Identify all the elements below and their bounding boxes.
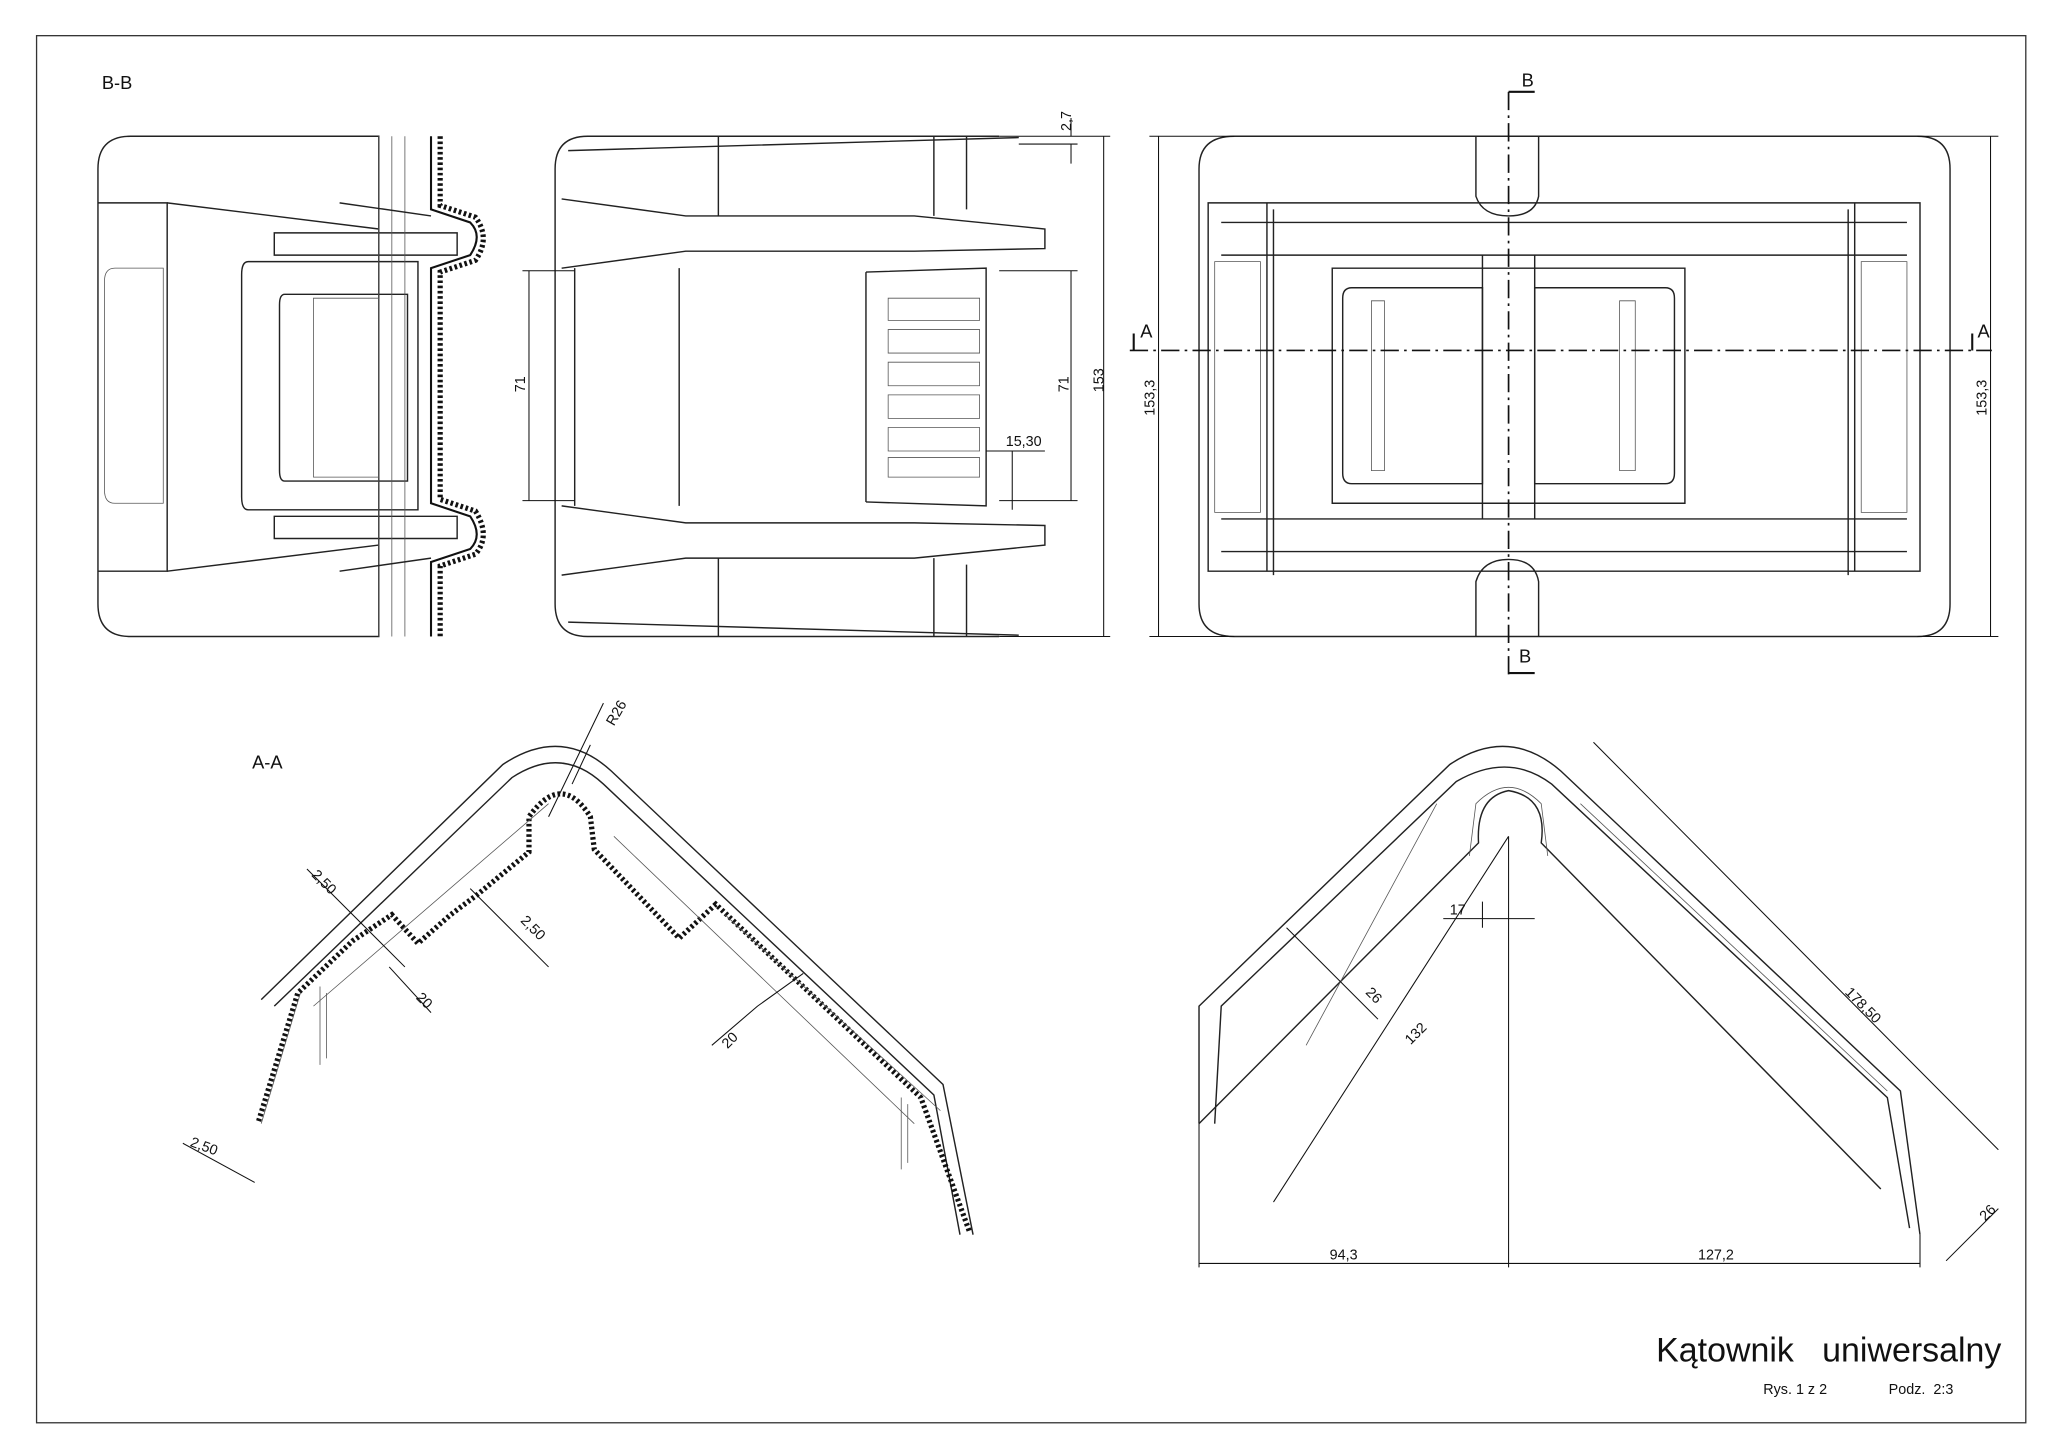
dim-top-thickness: 2,7 <box>1059 111 1075 131</box>
ribs <box>887 297 980 478</box>
dim-wall-b: 2,50 <box>517 913 548 944</box>
dim-rib-depth-a: 20 <box>413 990 436 1013</box>
dim-base-left: 94,3 <box>1330 1248 1358 1264</box>
dim-leg-outer: 178,50 <box>1841 985 1883 1027</box>
dim-wall-a: 2,50 <box>308 867 339 898</box>
drawing-title: Kątownik uniwersalny <box>1656 1331 2001 1369</box>
dim-wall-c: 2,50 <box>188 1135 220 1160</box>
section-aa-view: A-A R26 2,50 2,50 2,50 20 20 <box>182 698 974 1235</box>
dim-leg-inner: 132 <box>1402 1020 1430 1048</box>
sheet-number: Rys. 1 z 2 <box>1763 1382 1827 1398</box>
plan-view: B B A A 153,3 153,3 <box>1129 70 1999 680</box>
dim-inner-width-left: 71 <box>513 376 529 392</box>
drawing-frame <box>35 35 2027 1424</box>
section-marker-b-top: B <box>1522 70 1534 91</box>
dim-rib-depth-b: 20 <box>719 1029 742 1052</box>
dim-radius: R26 <box>603 698 630 729</box>
title-block: Kątownik uniwersalny Rys. 1 z 2 Podz. 2:… <box>1656 1331 2001 1398</box>
section-bb-label: B-B <box>102 72 132 93</box>
section-marker-a-left: A <box>1140 320 1153 341</box>
dim-flange-a: 26 <box>1362 985 1385 1008</box>
dim-apex-offset: 17 <box>1450 903 1466 919</box>
section-marker-a-right: A <box>1977 320 1990 341</box>
side-elevation-view: 2,7 153 71 71 15,30 <box>513 111 1111 638</box>
section-aa-label: A-A <box>252 751 283 772</box>
dim-inner-width-right: 71 <box>1056 376 1072 392</box>
dim-flange-b: 26 <box>1977 1202 2000 1225</box>
dim-rib-offset: 15,30 <box>1006 434 1042 450</box>
dim-base-right: 127,2 <box>1698 1248 1734 1264</box>
profile-view: 94,3 127,2 17 132 178,50 26 26 <box>1198 741 2000 1268</box>
drawing-scale: Podz. 2:3 <box>1889 1382 1954 1398</box>
dim-overall-height: 153 <box>1092 368 1108 392</box>
section-bb-view: B-B <box>97 72 486 638</box>
section-marker-b-bottom: B <box>1519 646 1531 667</box>
dim-plan-height-right: 153,3 <box>1975 380 1991 416</box>
dim-plan-height-left: 153,3 <box>1143 380 1159 416</box>
